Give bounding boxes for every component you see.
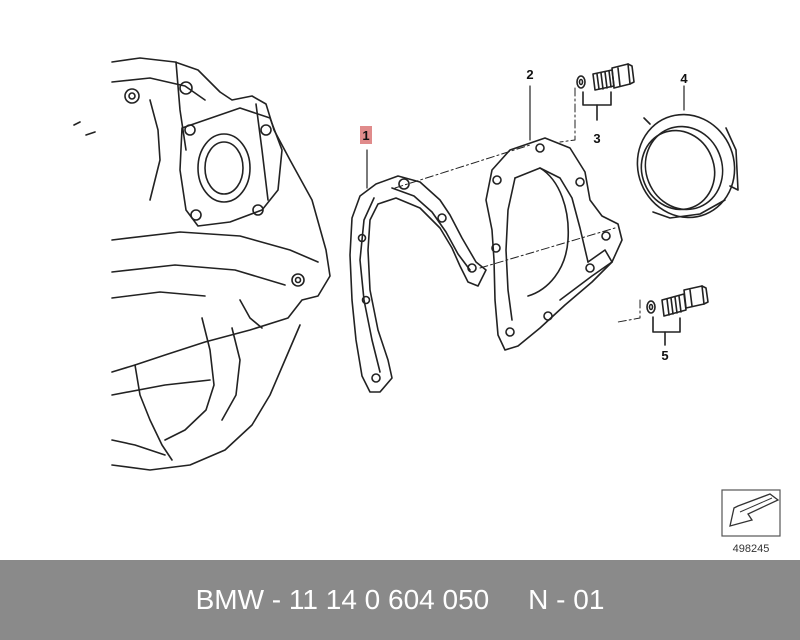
screw-part-5 xyxy=(646,285,709,346)
alignment-lines xyxy=(394,87,641,323)
part-number: BMW - 11 14 0 604 050 xyxy=(195,584,490,615)
footer-bar: BMW - 11 14 0 604 050 N - 01 xyxy=(0,560,800,640)
parts-diagram: 1 2 3 4 5 498245 xyxy=(73,57,781,555)
end-cover-part-2 xyxy=(485,137,623,351)
screw-part-3 xyxy=(576,63,635,121)
engine-block xyxy=(73,57,331,471)
shaft-seal-part-4 xyxy=(636,113,739,219)
exploded-view-drawing: 1 2 3 4 5 498245 xyxy=(73,57,781,555)
callout-1-highlight xyxy=(360,126,372,144)
callout-5[interactable]: 5 xyxy=(661,348,668,363)
callout-2[interactable]: 2 xyxy=(526,67,533,82)
reference-number: 498245 xyxy=(733,543,770,555)
footer-spacer xyxy=(489,584,528,616)
gasket-part-1 xyxy=(349,175,487,393)
leader-lines xyxy=(366,85,685,189)
callout-4[interactable]: 4 xyxy=(680,71,688,86)
next-page-arrow-icon[interactable] xyxy=(721,489,781,537)
callout-3[interactable]: 3 xyxy=(593,131,600,146)
callout-1[interactable]: 1 xyxy=(362,128,369,143)
variant-code: N - 01 xyxy=(528,584,605,615)
